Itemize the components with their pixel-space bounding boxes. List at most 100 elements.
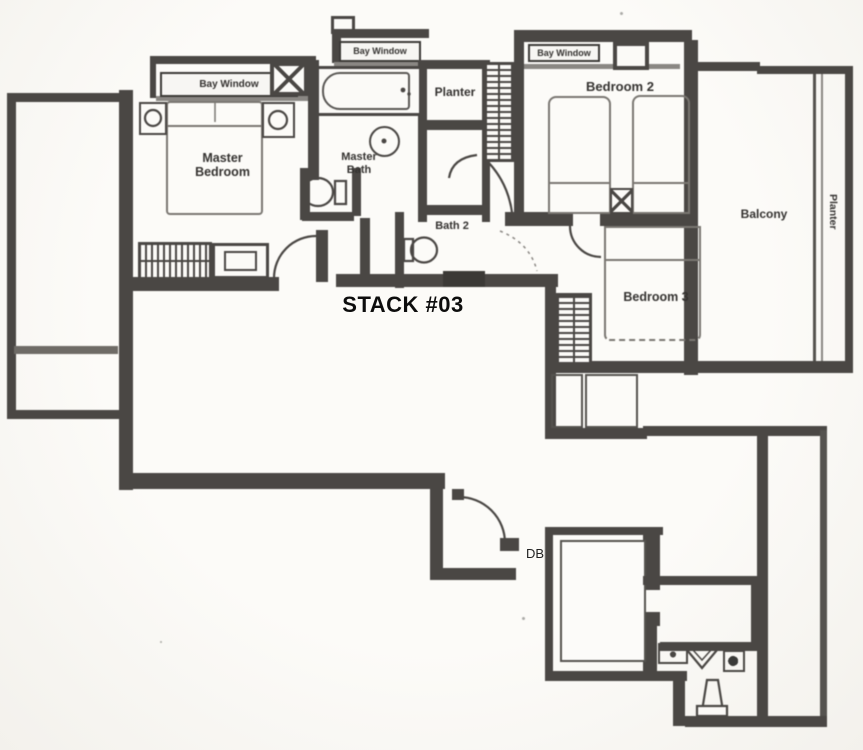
- wall: [452, 489, 464, 500]
- wall: [395, 212, 404, 288]
- bed: [604, 226, 701, 341]
- wardrobe-icon: [138, 242, 212, 280]
- door-swing-dashed: [499, 230, 538, 272]
- wall: [643, 626, 657, 676]
- wall: [514, 30, 692, 42]
- wash-basin-icon: [369, 126, 400, 157]
- wall: [14, 346, 118, 354]
- dresser: [212, 243, 269, 279]
- window-sill: [524, 64, 680, 69]
- wall: [545, 428, 647, 439]
- window-sill: [156, 96, 308, 101]
- wall: [643, 612, 660, 626]
- wall: [119, 473, 445, 489]
- scan-speck: [620, 12, 623, 15]
- wall: [352, 168, 361, 216]
- toilet-icon: [409, 236, 439, 264]
- wall: [545, 671, 687, 681]
- bay-window-label-bedroom2: Bay Window: [528, 44, 600, 62]
- tub-faucet: [407, 92, 411, 96]
- wall: [7, 93, 16, 419]
- wall: [600, 212, 695, 226]
- bay-window-label-bath: Bay Window: [339, 41, 421, 62]
- door-arc: [458, 495, 507, 544]
- wall: [757, 432, 768, 724]
- wall: [418, 60, 490, 69]
- kitchen-counter: [560, 540, 646, 662]
- stack-number-label: STACK #03: [342, 292, 464, 318]
- wall: [845, 66, 853, 373]
- wall: [418, 120, 490, 130]
- ac-unit: [613, 42, 649, 70]
- room-label-planter-top: Planter: [434, 85, 476, 100]
- wall: [119, 277, 279, 291]
- store-room: [551, 374, 583, 428]
- wall: [360, 218, 370, 280]
- column-icon: [270, 62, 308, 96]
- wall: [418, 60, 427, 222]
- window-sill: [334, 62, 420, 66]
- wall: [751, 576, 760, 650]
- wall: [302, 212, 354, 221]
- door-arc: [272, 234, 317, 279]
- basin-drain: [381, 138, 387, 144]
- wall: [316, 230, 328, 282]
- wall: [685, 716, 827, 727]
- wall: [300, 168, 310, 220]
- room-label-bedroom-2: Bedroom 2: [586, 78, 654, 94]
- wall: [692, 62, 760, 71]
- wall: [430, 489, 443, 579]
- wall: [643, 426, 827, 436]
- planter-edge: [821, 74, 823, 364]
- wall: [150, 56, 156, 98]
- room-label-master-bath: Master Bath: [341, 151, 377, 176]
- wall: [418, 205, 490, 215]
- door-arc: [488, 162, 515, 223]
- db-label: DB: [525, 545, 545, 561]
- bedside-table: [610, 188, 633, 214]
- door-arc: [568, 225, 602, 259]
- wall: [443, 271, 485, 287]
- dresser-inner: [224, 251, 257, 271]
- tub-faucet: [400, 87, 406, 93]
- wall: [757, 66, 853, 74]
- room-label-planter-side: Planter: [827, 194, 840, 230]
- wall: [341, 29, 429, 38]
- wardrobe-icon: [556, 293, 592, 365]
- wall: [545, 274, 556, 432]
- wall: [150, 56, 316, 64]
- bathtub-icon: [322, 72, 410, 110]
- wall: [545, 527, 553, 679]
- washing-machine: [658, 643, 688, 664]
- bed: [632, 95, 690, 214]
- toilet-tank: [402, 237, 415, 263]
- door-arc: [447, 153, 478, 179]
- wall: [7, 410, 133, 419]
- wall: [308, 60, 319, 180]
- wardrobe-icon: [484, 62, 514, 162]
- sink-inner: [692, 649, 712, 662]
- wall: [430, 568, 516, 580]
- wall: [505, 212, 573, 226]
- wall: [660, 642, 760, 651]
- balcony-parapet: [813, 74, 816, 364]
- sink-icon: [686, 647, 718, 670]
- wall: [673, 676, 685, 726]
- floor-trap: [723, 650, 745, 672]
- wall: [332, 29, 341, 63]
- nightstand: [139, 102, 167, 135]
- wall: [643, 576, 761, 585]
- lamp-icon: [267, 109, 289, 131]
- toilet-tank: [333, 179, 348, 206]
- lamp-icon: [143, 108, 163, 128]
- wall: [545, 361, 853, 373]
- store-room: [585, 374, 638, 428]
- toilet-icon: [301, 176, 335, 208]
- wall: [545, 527, 663, 535]
- scan-speck: [522, 617, 525, 620]
- nightstand: [262, 102, 295, 138]
- bed: [548, 96, 611, 214]
